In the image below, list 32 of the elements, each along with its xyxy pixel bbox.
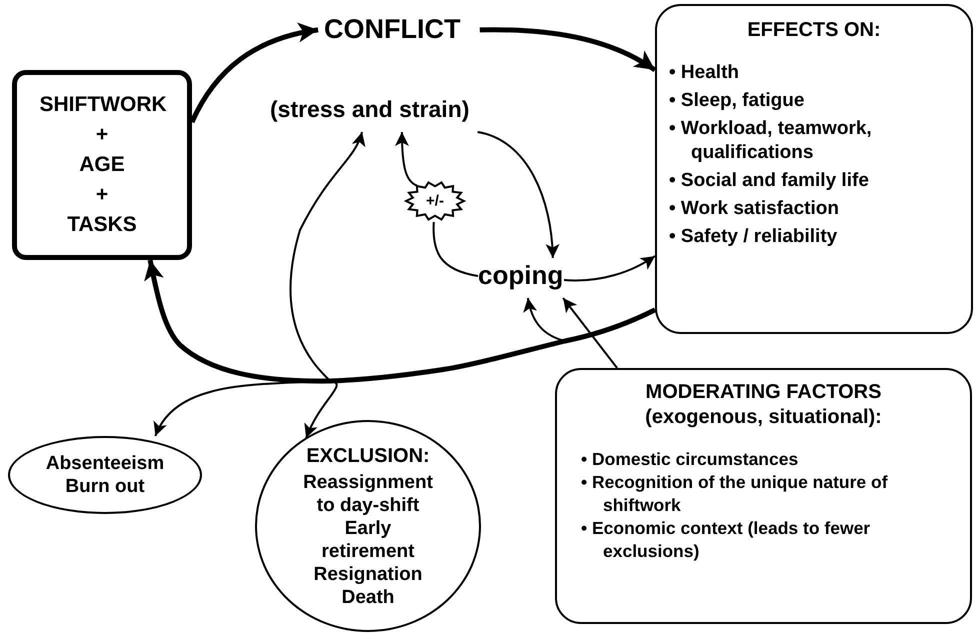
ellipse-text: Reassignment to day-shift (302, 470, 434, 516)
list-item: • Sleep, fatigue (669, 89, 806, 113)
arrow (190, 23, 318, 124)
list-item: • Work satisfaction (669, 197, 840, 221)
effects-box (655, 4, 973, 334)
list-item: • Workload, teamwork, qualifications (669, 117, 873, 165)
connector-line (432, 222, 478, 277)
heading-text: CONFLICT (324, 14, 460, 45)
arrow (480, 27, 656, 72)
arrow (144, 260, 656, 384)
subheading-text: (stress and strain) (270, 96, 470, 123)
node-text: coping (478, 260, 564, 291)
list-item: • Domestic circumstances (581, 448, 800, 471)
box-heading: EFFECTS ON: (746, 18, 882, 43)
arrow (395, 132, 418, 187)
list-item: • Economic context (leads to fewer exclusions) (581, 517, 872, 563)
list-item: • Health (669, 61, 740, 85)
list-item: • Recognition of the unique nature of shiftwork (581, 471, 889, 517)
arrow (477, 131, 560, 258)
list-item: • Social and family life (669, 169, 870, 193)
arrow (564, 255, 656, 282)
ellipse-text: Death (342, 586, 394, 608)
ellipse-text: Resignation (314, 562, 422, 586)
arrow (562, 297, 618, 369)
starburst-shape: +/- (404, 180, 466, 222)
list-item: • Safety / reliability (669, 225, 838, 249)
factors-box (555, 368, 972, 624)
box-heading: MODERATING FACTORS (exogenous, situational): (644, 380, 883, 430)
outcome-ellipse: Absenteeism Burn out (8, 436, 202, 514)
ellipse-heading: EXCLUSION: (306, 444, 430, 468)
ellipse-text: Early retirement (320, 516, 416, 562)
process-box: SHIFTWORK + AGE + TASKS (12, 70, 192, 260)
